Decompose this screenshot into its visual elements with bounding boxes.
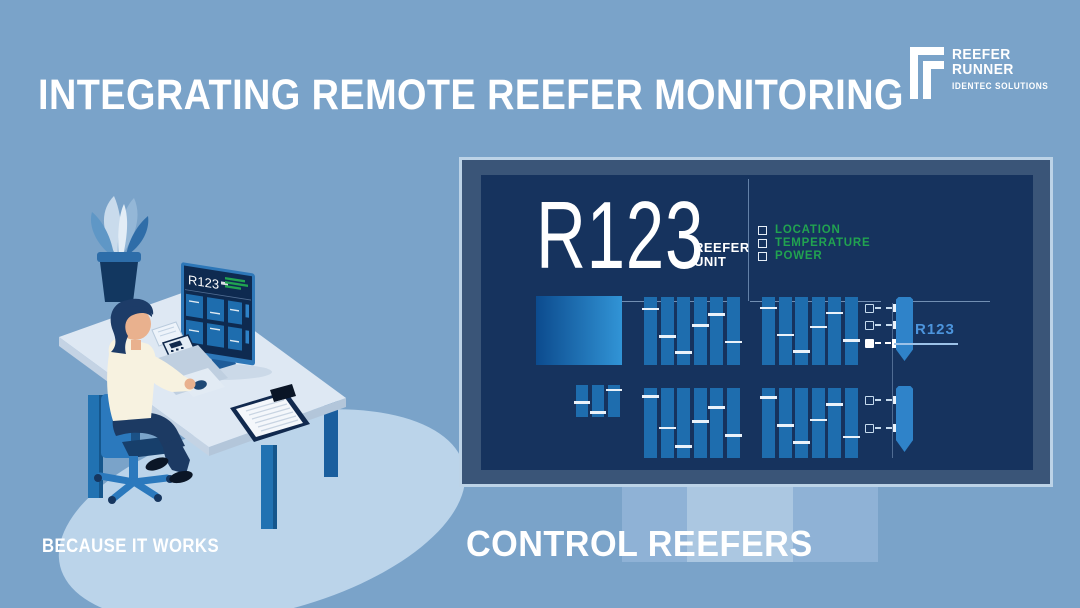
reefer-marker-tick xyxy=(606,388,622,392)
reefer-marker-tick xyxy=(642,395,659,398)
reefer-marker-tick xyxy=(708,313,726,316)
checkbox-icon xyxy=(758,251,767,261)
reefer-marker-tick xyxy=(760,396,777,399)
reefer-marker-tick xyxy=(675,351,693,354)
container-row-bar xyxy=(677,297,691,365)
truck-icon xyxy=(865,303,896,313)
ship-icon xyxy=(896,386,913,452)
container-row-bar xyxy=(795,297,809,365)
container-row-bar xyxy=(693,297,707,365)
reefer-marker-tick xyxy=(843,435,860,439)
truck-icon xyxy=(865,338,896,348)
container-row-bar xyxy=(778,388,792,458)
reefer-marker-tick xyxy=(793,441,811,444)
reefer-marker-tick xyxy=(776,424,794,427)
reefer-marker-tick xyxy=(691,420,709,423)
tagline-because-it-works: BECAUSE IT WORKS xyxy=(42,536,220,557)
header-divider xyxy=(748,179,749,301)
container-row-bar xyxy=(845,297,858,365)
mini-unit-id: R123 xyxy=(188,272,219,292)
clipboard xyxy=(230,384,310,442)
plant xyxy=(90,196,149,302)
rule-left xyxy=(536,301,740,302)
mouse xyxy=(193,380,207,390)
reefer-marker-tick xyxy=(776,333,794,337)
container-row-bar xyxy=(795,388,809,458)
ship-label: R123 xyxy=(915,321,955,338)
container-row-bar xyxy=(727,388,740,458)
container-row-bar xyxy=(845,388,858,458)
reefer-marker-tick xyxy=(809,418,827,422)
rule-right xyxy=(903,301,990,302)
reefer-marker-tick xyxy=(793,350,811,353)
container-row-bar xyxy=(592,385,604,417)
container-row-bar xyxy=(811,388,825,458)
page-title: INTEGRATING REMOTE REEFER MONITORING xyxy=(38,70,904,119)
truck-icon xyxy=(865,395,896,405)
container-row-bar xyxy=(762,388,775,458)
logo-line3: IDENTEC SOLUTIONS xyxy=(952,81,1049,91)
terminal-building-block xyxy=(536,296,622,365)
container-row-bar xyxy=(828,297,842,365)
reefer-marker-tick xyxy=(590,411,606,414)
reefer-marker-tick xyxy=(809,325,827,329)
container-row-bar xyxy=(710,388,724,458)
checkbox-icon xyxy=(758,225,767,235)
desk-legs xyxy=(88,395,338,529)
person-hair xyxy=(110,299,152,354)
container-row-bar xyxy=(660,297,674,365)
person-legs xyxy=(112,413,185,451)
reefer-marker-tick xyxy=(826,311,844,315)
container-yard-map xyxy=(481,175,1033,470)
container-row-bar xyxy=(762,297,775,365)
brand-logo: REEFER RUNNER IDENTEC SOLUTIONS xyxy=(910,47,1057,99)
reefer-marker-tick xyxy=(760,306,777,310)
container-row-bar xyxy=(644,388,657,458)
metric-power: POWER xyxy=(758,250,870,262)
reefer-marker-tick xyxy=(708,406,726,409)
monitor-bezel: R123 REEFER UNIT LOCATION TEMPERATURE PO… xyxy=(462,160,1050,484)
caption-control-reefers: CONTROL REEFERS xyxy=(466,523,813,564)
metric-list: LOCATION TEMPERATURE POWER xyxy=(758,224,870,262)
container-row-bar xyxy=(608,385,620,417)
container-row-bar xyxy=(710,297,724,365)
checkbox-icon xyxy=(758,238,767,248)
reefer-marker-tick xyxy=(574,401,590,404)
wall-monitor: R123 REEFER UNIT LOCATION TEMPERATURE PO… xyxy=(459,157,1053,487)
mini-monitor: R123 xyxy=(181,262,255,366)
container-row-bar xyxy=(660,388,674,458)
reefer-marker-tick xyxy=(725,434,742,437)
reefer-marker-tick xyxy=(658,335,676,338)
reefer-marker-tick xyxy=(691,324,709,327)
person-arm xyxy=(139,352,195,392)
container-row-bar xyxy=(811,297,825,365)
container-row-bar xyxy=(778,297,792,365)
container-row-bar xyxy=(693,388,707,458)
person xyxy=(107,298,207,484)
truck-icon xyxy=(865,423,896,433)
reefer-marker-tick xyxy=(658,426,676,429)
reefer-marker-tick xyxy=(826,403,844,406)
container-row-bar xyxy=(644,297,657,365)
reefer-unit-id: R123 xyxy=(536,182,705,289)
monitor-stand xyxy=(687,480,793,562)
container-row-bar xyxy=(677,388,691,458)
metric-location: LOCATION xyxy=(758,224,870,236)
container-row-bar xyxy=(727,297,740,365)
reefer-marker-tick xyxy=(725,340,742,344)
logo-line1: REEFER xyxy=(952,46,1011,63)
reefer-runner-logo-icon xyxy=(910,47,944,99)
logo-line2: RUNNER xyxy=(952,61,1014,78)
reefer-marker-tick xyxy=(642,307,659,311)
quay-line xyxy=(892,303,893,458)
metric-temperature: TEMPERATURE xyxy=(758,237,870,249)
dashboard-screen: R123 REEFER UNIT LOCATION TEMPERATURE PO… xyxy=(481,175,1033,470)
reefer-marker-tick xyxy=(843,339,860,342)
truck-icon xyxy=(865,320,896,330)
container-row-bar xyxy=(828,388,842,458)
ship-icon xyxy=(896,297,913,361)
reefer-marker-tick xyxy=(675,445,693,448)
ship-label-leader-line xyxy=(894,343,958,345)
reefer-unit-type: REEFER UNIT xyxy=(694,240,750,269)
